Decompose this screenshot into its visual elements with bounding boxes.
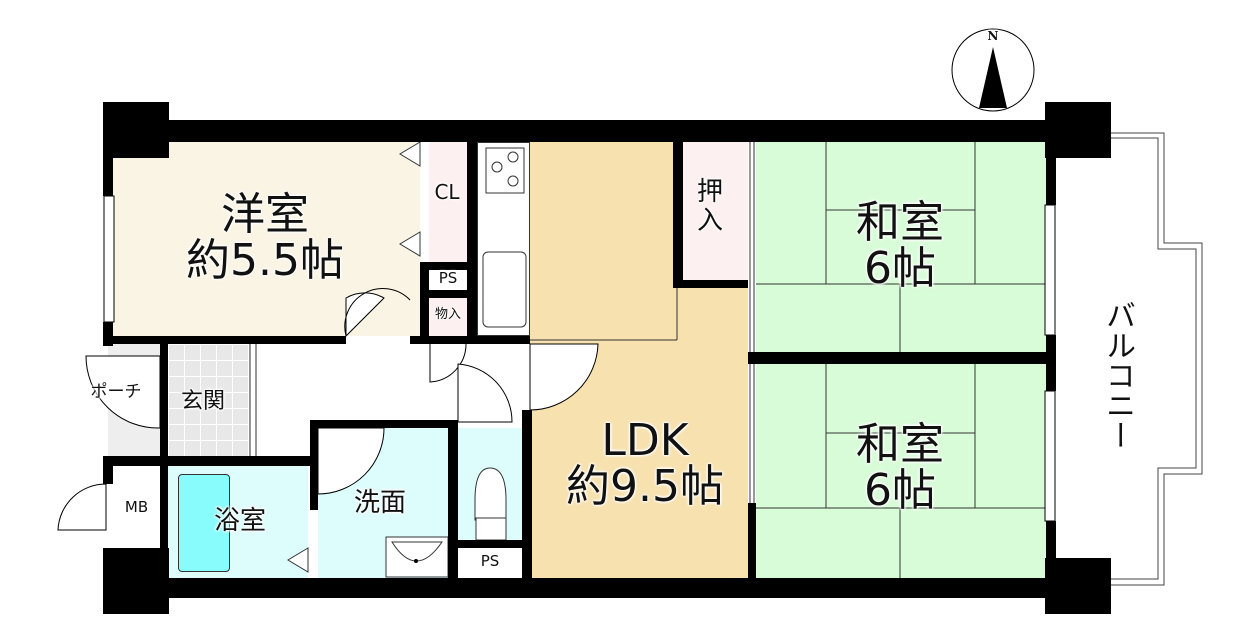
- wall-mb-east: [160, 456, 168, 578]
- wall-ps-top: [420, 262, 477, 270]
- ldk-name: LDK: [601, 415, 689, 466]
- ps-lower-label: PS: [480, 552, 500, 570]
- entrance-floor: [168, 344, 250, 456]
- wall-column-se: [1045, 558, 1111, 614]
- washitsu-north-label: 和室 6帖: [820, 197, 980, 295]
- wall-south: [160, 578, 1111, 598]
- wall-washroom-north2: [384, 420, 458, 428]
- wall-ps-lower-top: [458, 540, 522, 548]
- wall-oshiire-west: [673, 142, 683, 288]
- wall-ps-bottom: [420, 290, 477, 298]
- wall-north: [103, 120, 1111, 142]
- ps-lower-floor: [458, 548, 522, 578]
- closet-floor: [429, 142, 467, 262]
- washitsu-north-name: 和室: [856, 197, 944, 248]
- wall-western-south: [103, 336, 346, 344]
- wall-washroom-north: [310, 420, 384, 428]
- storage-label: 物入: [434, 307, 461, 322]
- wall-west-mid: [103, 322, 113, 346]
- wall-column-ne: [1045, 102, 1111, 158]
- balcony-label: バルコニー: [1100, 300, 1135, 450]
- ldk-size: 約9.5帖: [566, 461, 724, 513]
- storage-floor: [429, 298, 467, 336]
- washitsu-north-floor: [756, 142, 1046, 352]
- wall-washitsu-divider: [748, 352, 1046, 364]
- porch-label: ポーチ: [90, 382, 142, 402]
- wall-entrance-west: [160, 344, 168, 466]
- wall-closet-east: [467, 142, 477, 344]
- wall-oshiire-south: [673, 280, 748, 288]
- bathtub: [178, 474, 230, 572]
- western-room-name: 洋室: [221, 189, 309, 240]
- wall-east: [1046, 120, 1056, 205]
- mb-floor: [113, 466, 160, 550]
- compass-icon: [951, 28, 1035, 112]
- washitsu-south-floor: [756, 364, 1046, 578]
- wall-east-low: [1046, 521, 1056, 591]
- oshiire-label: 押入: [697, 177, 724, 236]
- wall-column-sw: [103, 548, 169, 614]
- wall-east-mid: [1046, 335, 1056, 391]
- compass-north-label: N: [987, 29, 999, 43]
- ldk-floor-lower: [530, 288, 748, 578]
- oshiire-floor: [683, 142, 748, 280]
- wall-west-upper: [103, 120, 113, 196]
- washroom-label: 洗面: [353, 488, 406, 518]
- wall-mb-west: [103, 456, 113, 484]
- entrance-label: 玄関: [180, 389, 225, 414]
- wall-washitsu-west-low: [748, 503, 756, 578]
- ldk-label: LDK 約9.5帖: [545, 415, 745, 513]
- washitsu-south-label: 和室 6帖: [820, 419, 980, 517]
- western-room-size: 約5.5帖: [186, 235, 344, 287]
- wall-bath-north: [103, 456, 318, 466]
- closet-label: CL: [434, 180, 460, 204]
- ps-upper-label: PS: [429, 270, 467, 287]
- wall-washroom-west: [310, 420, 318, 510]
- mb-label: MB: [124, 498, 149, 516]
- washitsu-north-size: 6帖: [864, 243, 936, 295]
- washitsu-south-name: 和室: [856, 419, 944, 470]
- wall-toilet-east: [522, 410, 532, 578]
- bathroom-label: 浴室: [213, 506, 266, 536]
- western-room-label: 洋室 約5.5帖: [170, 189, 360, 287]
- wall-washroom-east: [448, 420, 458, 578]
- washitsu-south-size: 6帖: [864, 465, 936, 517]
- wall-closet-west: [420, 262, 429, 344]
